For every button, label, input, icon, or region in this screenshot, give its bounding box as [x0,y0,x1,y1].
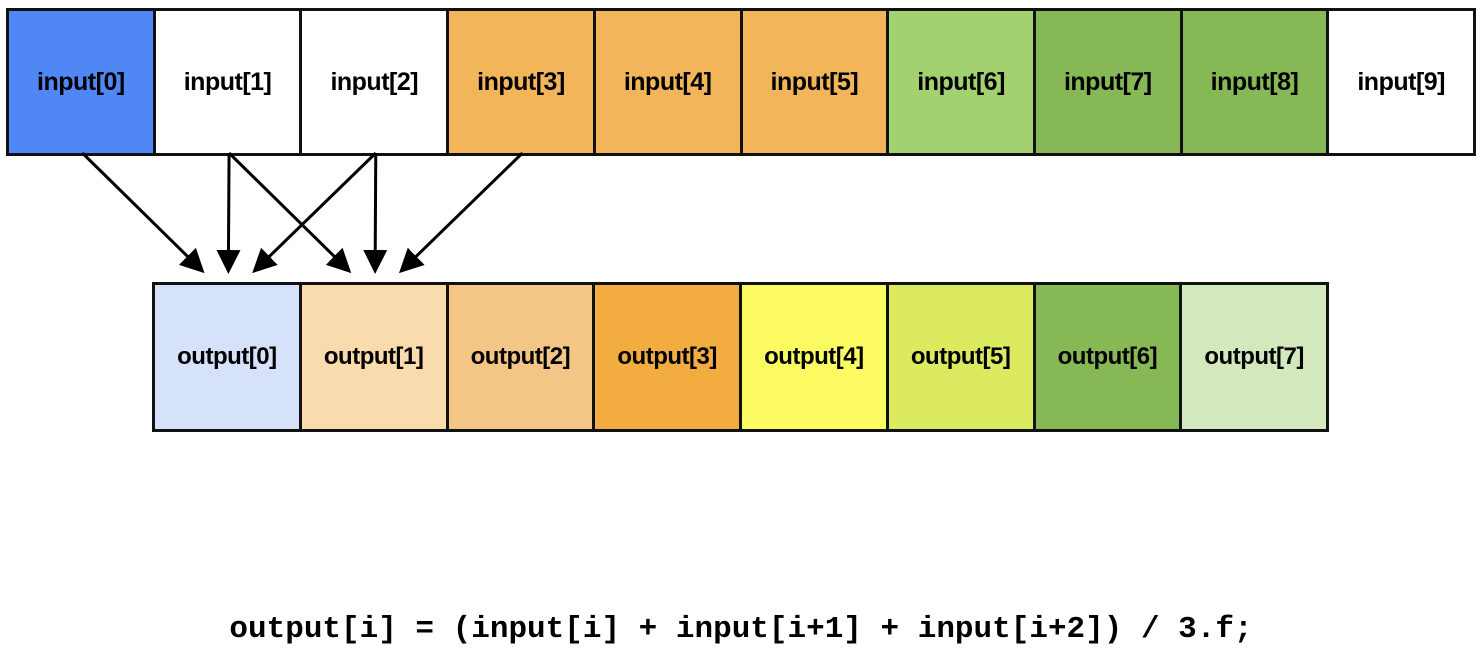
input-cell-7: input[7] [1035,11,1183,153]
output-cell-3: output[3] [595,285,742,429]
output-array: output[0] output[1] output[2] output[3] … [152,282,1329,432]
arrow-input-1-to-output-0 [216,152,241,274]
arrow-input-1-to-output-1 [228,151,352,274]
input-cell-0: input[0] [9,11,156,153]
input-cell-1: input[1] [155,11,303,153]
arrow-input-2-to-output-1 [363,152,388,274]
arrow-input-0-to-output-0 [81,151,205,274]
output-cell-5: output[5] [888,285,1036,429]
input-cell-2: input[2] [302,11,450,153]
input-cell-5: input[5] [742,11,890,153]
input-cell-3: input[3] [449,11,596,153]
output-cell-7: output[7] [1182,285,1326,429]
output-cell-1: output[1] [301,285,449,429]
output-cell-4: output[4] [742,285,889,429]
input-cell-8: input[8] [1182,11,1330,153]
input-cell-4: input[4] [595,11,743,153]
output-cell-2: output[2] [448,285,596,429]
input-cell-9: input[9] [1329,11,1474,153]
output-cell-6: output[6] [1035,285,1183,429]
formula-text: output[i] = (input[i] + input[i+1] + inp… [229,612,1253,647]
input-cell-6: input[6] [889,11,1036,153]
output-cell-0: output[0] [155,285,302,429]
input-array: input[0] input[1] input[2] input[3] inpu… [6,8,1476,156]
arrow-input-3-to-output-1 [398,151,524,274]
arrow-input-2-to-output-0 [252,151,377,274]
